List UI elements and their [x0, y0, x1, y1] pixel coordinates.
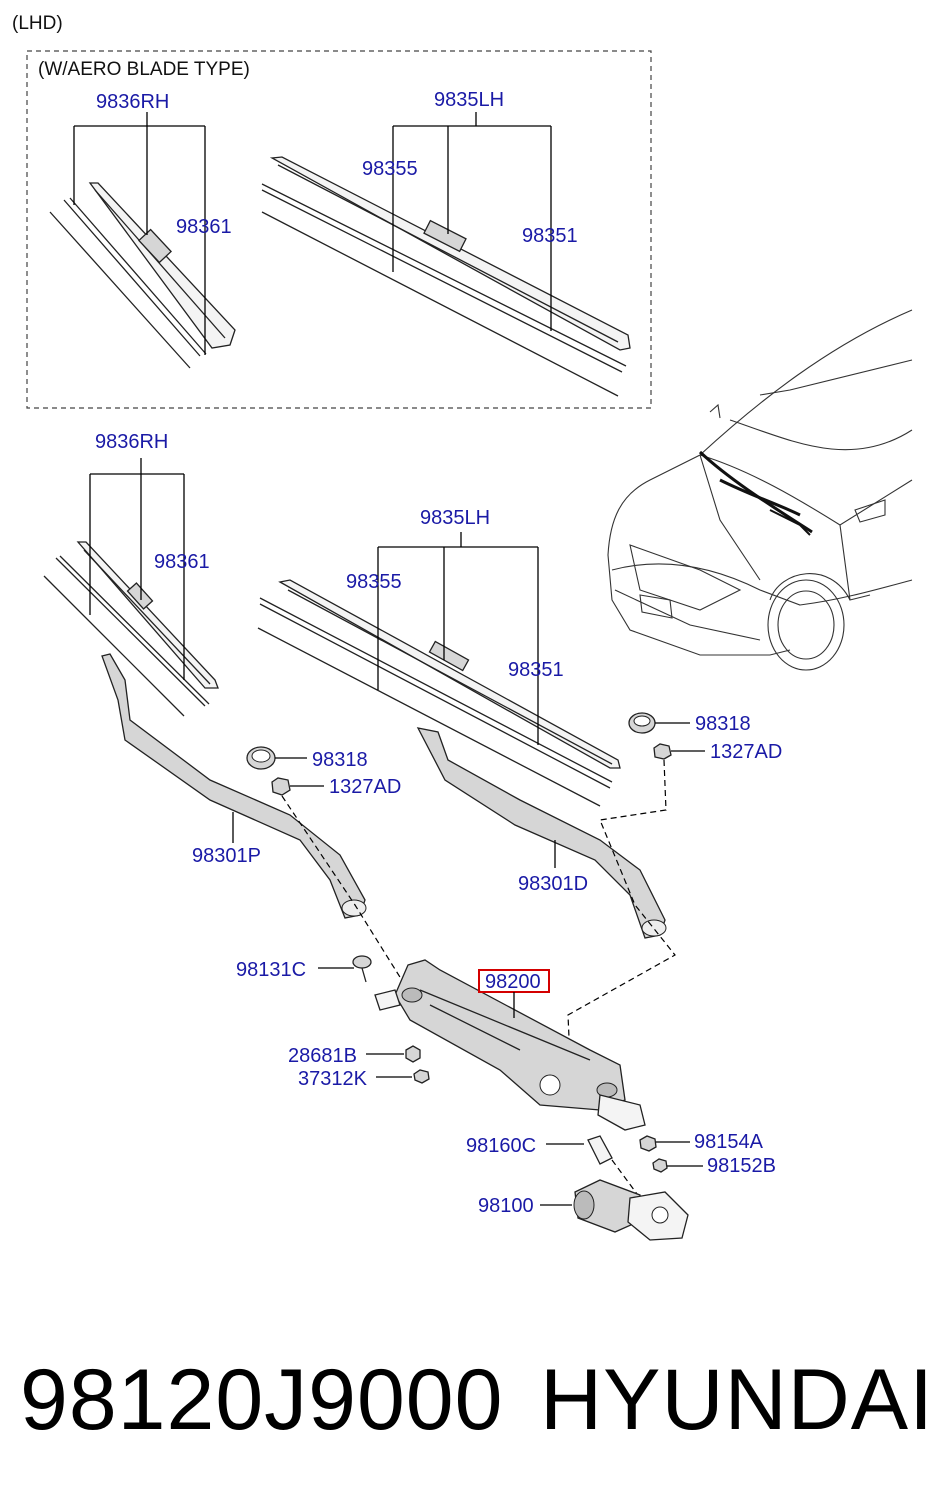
left-nut-drawing: [271, 777, 291, 796]
motor-nut-drawing: [652, 1158, 668, 1173]
inset-caption: (W/AERO BLADE TYPE): [38, 59, 250, 80]
part-number-text: 98120J9000: [20, 1352, 504, 1448]
motor-nut-label: 98152B: [707, 1155, 776, 1177]
right-nut-drawing: [653, 743, 672, 760]
lh-blade-drawing: [257, 579, 621, 807]
inset-rh-blade-drawing: [49, 182, 236, 369]
region-label: (LHD): [12, 13, 63, 34]
driver-arm-drawing: [416, 727, 667, 939]
bushing-drawing: [405, 1045, 421, 1063]
aero-blade-inset-frame: [26, 50, 652, 409]
rh-blade-drawing: [43, 541, 219, 717]
brand-text: HYUNDAI: [540, 1352, 926, 1448]
inset-lh-blade-drawing: [261, 156, 631, 397]
small-nut-label: 37312K: [298, 1068, 368, 1090]
inset-lh-refill-b-label: 98351: [522, 225, 578, 247]
driver-arm-label: 98301D: [518, 873, 588, 895]
rh-refill-label: 98361: [154, 551, 210, 573]
left-cap-drawing: [246, 746, 276, 770]
rh-leader: [89, 458, 185, 680]
rh-blade-label: 9836RH: [95, 431, 168, 453]
passenger-arm-label: 98301P: [192, 845, 261, 867]
washer-drawing: [639, 1135, 657, 1152]
left-assembly-line: [281, 795, 409, 991]
linkage-drawing: [374, 959, 646, 1131]
lh-blade-label: 9835LH: [420, 507, 490, 529]
vehicle-illustration: [607, 309, 913, 671]
washer-label: 98154A: [694, 1131, 764, 1153]
right-nut-label: 1327AD: [710, 741, 782, 763]
crank-label: 98160C: [466, 1135, 536, 1157]
motor-drawing: [573, 1179, 689, 1241]
small-nut-drawing: [413, 1069, 430, 1084]
bolt-drawing: [352, 955, 372, 983]
product-footer: 98120J9000 HYUNDAI: [0, 1345, 926, 1455]
inset-rh-refill-label: 98361: [176, 216, 232, 238]
inset-lh-refill-a-label: 98355: [362, 158, 418, 180]
crank-drawing: [587, 1135, 641, 1199]
inset-lh-leader: [392, 112, 552, 331]
passenger-arm-drawing: [101, 653, 367, 919]
lh-leader: [377, 532, 539, 745]
inset-lh-blade-label: 9835LH: [434, 89, 504, 111]
linkage-label: 98200: [485, 971, 541, 993]
lh-refill-a-label: 98355: [346, 571, 402, 593]
bolt-label: 98131C: [236, 959, 306, 981]
bushing-label: 28681B: [288, 1045, 357, 1067]
right-cap-label: 98318: [695, 713, 751, 735]
lh-refill-b-label: 98351: [508, 659, 564, 681]
left-cap-label: 98318: [312, 749, 368, 771]
inset-rh-leader: [73, 112, 206, 355]
motor-label: 98100: [478, 1195, 534, 1217]
left-nut-label: 1327AD: [329, 776, 401, 798]
right-cap-drawing: [628, 712, 656, 734]
inset-rh-blade-label: 9836RH: [96, 91, 169, 113]
